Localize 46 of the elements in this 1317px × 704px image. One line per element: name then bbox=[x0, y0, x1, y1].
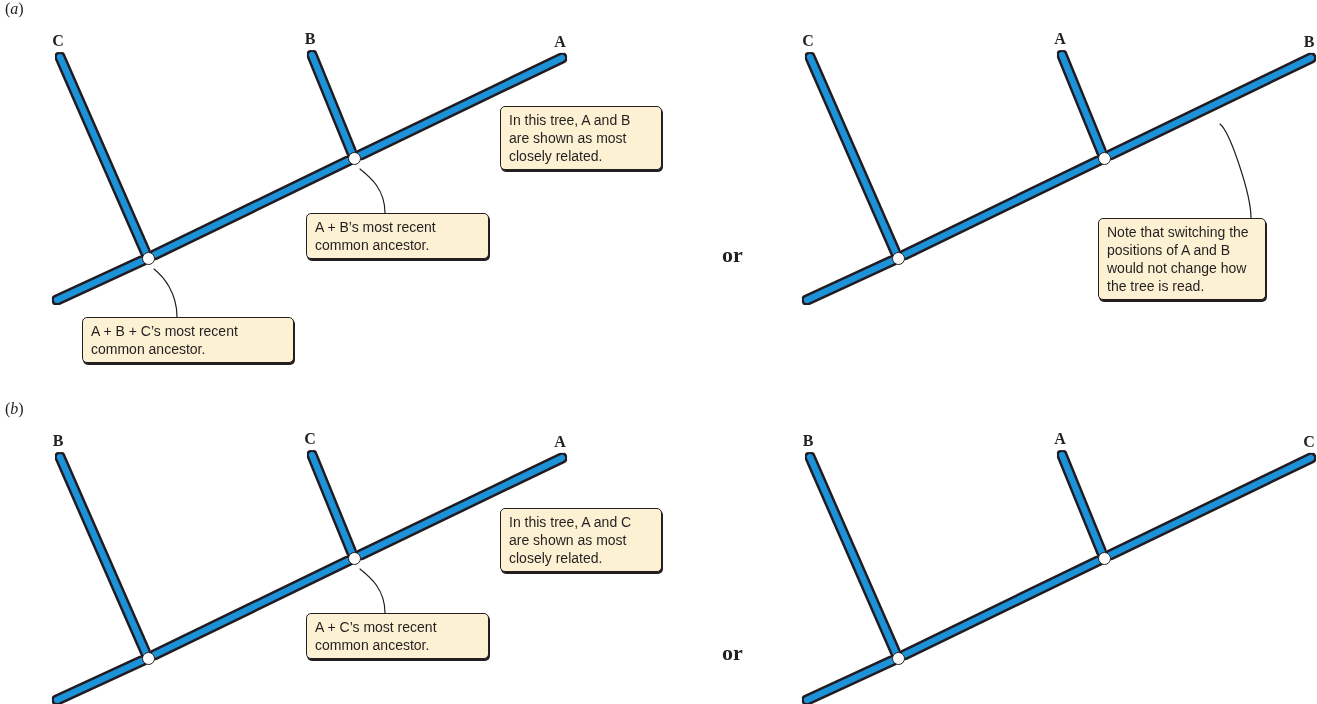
tip-label: C bbox=[802, 33, 814, 49]
leader-line bbox=[359, 568, 386, 614]
tree-branch bbox=[807, 454, 899, 656]
tree-branch bbox=[1059, 52, 1105, 155]
leader-line bbox=[1219, 123, 1252, 219]
leader-line bbox=[153, 268, 178, 318]
tree-branch bbox=[900, 157, 1102, 259]
connector-word: or bbox=[722, 242, 743, 268]
tree-branch bbox=[1106, 455, 1314, 559]
tree-branch bbox=[807, 54, 899, 256]
tree-branch bbox=[150, 557, 352, 659]
tip-label: B bbox=[52, 433, 64, 449]
tip-label: A bbox=[1054, 31, 1066, 47]
tip-label: C bbox=[1303, 434, 1315, 450]
tree-branch bbox=[309, 452, 355, 555]
tree-branch bbox=[1106, 55, 1314, 159]
tree-branch bbox=[900, 557, 1102, 659]
tip-label: A bbox=[554, 34, 566, 50]
tree-branch bbox=[309, 52, 355, 155]
connector-word: or bbox=[722, 640, 743, 666]
panel-label: (a) bbox=[5, 0, 24, 18]
panel-label: (b) bbox=[5, 400, 24, 418]
tree-branch bbox=[150, 157, 352, 259]
callout-box: In this tree, A and B are shown as most closely related. bbox=[500, 106, 662, 170]
tip-label: B bbox=[802, 433, 814, 449]
tree-branch bbox=[804, 257, 896, 303]
callout-box: Note that switching the positions of A and B would not change how the tree is read. bbox=[1098, 218, 1266, 300]
tip-label: C bbox=[52, 33, 64, 49]
tree-branch bbox=[356, 55, 565, 159]
tree-branch bbox=[54, 657, 146, 703]
callout-box: A + C’s most recent common ancestor. bbox=[306, 613, 489, 659]
tree-branch bbox=[54, 257, 146, 303]
tip-label: B bbox=[304, 31, 316, 47]
tree-branch bbox=[356, 455, 565, 559]
callout-box: A + B’s most recent common ancestor. bbox=[306, 213, 489, 259]
tip-label: C bbox=[304, 431, 316, 447]
tree-branch bbox=[57, 454, 149, 656]
tree-branch bbox=[804, 657, 896, 703]
tip-label: A bbox=[1054, 431, 1066, 447]
tree-branch bbox=[1059, 452, 1105, 555]
callout-box: In this tree, A and C are shown as most closely related. bbox=[500, 508, 662, 572]
tip-label: B bbox=[1303, 34, 1315, 50]
leader-line bbox=[359, 168, 386, 214]
tree-branch bbox=[57, 54, 149, 256]
callout-box: A + B + C’s most recent common ancestor. bbox=[82, 317, 294, 363]
tip-label: A bbox=[554, 434, 566, 450]
